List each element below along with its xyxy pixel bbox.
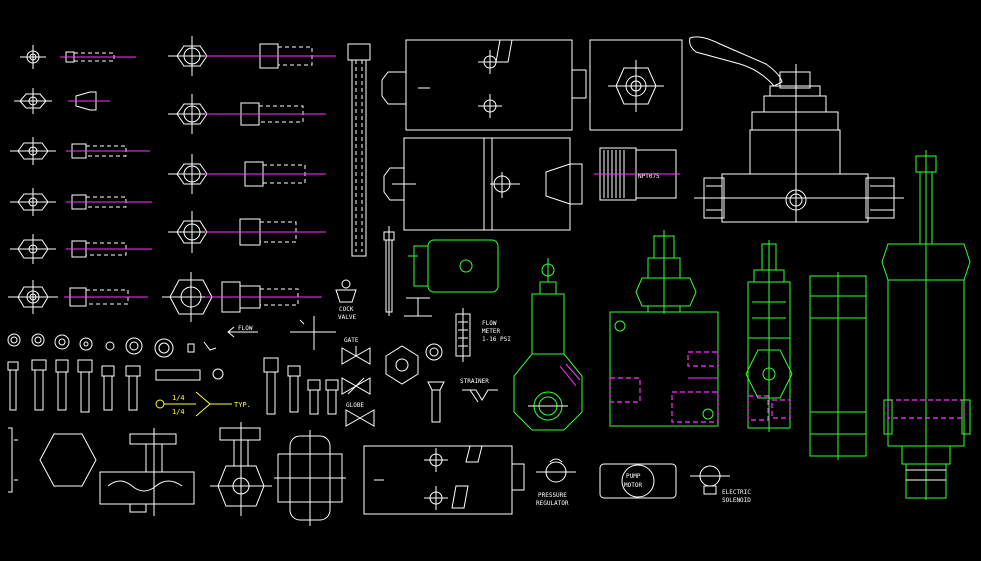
fittings-row-1 [7,333,217,358]
pump-motor-label-1: PUMP [626,473,641,480]
thread-callout: 1/4 1/4 TYP. [155,391,251,417]
valve-block-top-middle [589,39,683,131]
centerline-cross [290,316,336,350]
npt-label: NPT075 [638,173,660,180]
large-hex-nut [39,433,97,487]
pressure-regulator-label-1: PRESSURE [538,492,567,499]
washer-symbol [425,343,443,361]
cock-valve-label-1: COCK [339,306,354,313]
green-coupling [809,272,867,460]
pump-motor-symbol: PUMP MOTOR [599,463,677,499]
flow-label: FLOW [238,325,253,332]
valve-block-top-left [381,39,587,131]
green-tall-cylinder [881,150,971,500]
cock-valve-label-2: VALVE [338,314,356,321]
thin-pin [383,226,395,316]
thread-label-1: 1/4 [172,394,185,402]
gate-label: GATE [344,337,359,344]
green-cartridge-valve [745,240,793,432]
strainer-label: STRAINER [460,378,489,385]
green-manifold-cartridge [609,230,719,427]
electric-solenoid-label-1: ELECTRIC [722,489,751,496]
handle-valve [689,36,904,223]
threaded-fitting-npt: NPT075 [594,147,680,201]
valve-block-bottom [363,445,525,515]
large-nut-bolt-5 [162,272,322,322]
pipe-tee [274,430,346,526]
large-nut-bolt-3 [168,154,326,194]
pressure-regulator-label-2: REGULATOR [536,500,569,507]
flow-meter-label-1: FLOW [482,320,497,327]
hex-nut-face [385,345,419,385]
thread-label-2: 1/4 [172,408,185,416]
pressure-regulator-symbol: PRESSURE REGULATOR [536,458,576,507]
cock-valve-symbol: COCK VALVE [335,279,357,321]
globe-label: GLOBE [346,402,364,409]
nut-bolt-row-3 [10,137,150,165]
large-nut-bolt-4 [168,211,326,253]
needle-valve-hex [210,422,272,516]
nut-bolt-row-2 [14,88,110,114]
flow-meter-symbol: FLOW METER 1-16 PSI [455,308,511,362]
flow-meter-label-2: METER [482,328,500,335]
nut-bolt-row-5 [10,234,152,264]
electric-solenoid-symbol: ELECTRIC SOLENOID [690,465,751,504]
countersunk-screw [427,381,445,423]
gate-valve-symbol: GATE [341,337,371,365]
nut-bolt-row-6 [8,280,148,314]
typ-label: TYP. [234,401,251,409]
electric-solenoid-label-2: SOLENOID [722,497,751,504]
nut-bolt-row-1 [20,45,136,69]
strainer-symbol: STRAINER [460,378,498,403]
solenoid-coil [404,239,499,317]
tall-bolt [347,43,371,257]
green-check-valve [513,258,583,431]
screws-row [7,357,339,415]
pump-motor-label-2: MOTOR [624,482,642,489]
needle-valve-block [99,428,195,516]
flow-arrow: FLOW [227,325,258,338]
globe-valve-symbol: GLOBE [341,377,375,427]
large-nut-bolt-1 [168,36,336,76]
nut-bolt-row-4 [10,188,152,216]
valve-block-second-row [383,137,583,231]
bracket-side [8,427,18,493]
large-nut-bolt-2 [168,94,326,134]
flow-meter-label-3: 1-16 PSI [482,336,511,343]
